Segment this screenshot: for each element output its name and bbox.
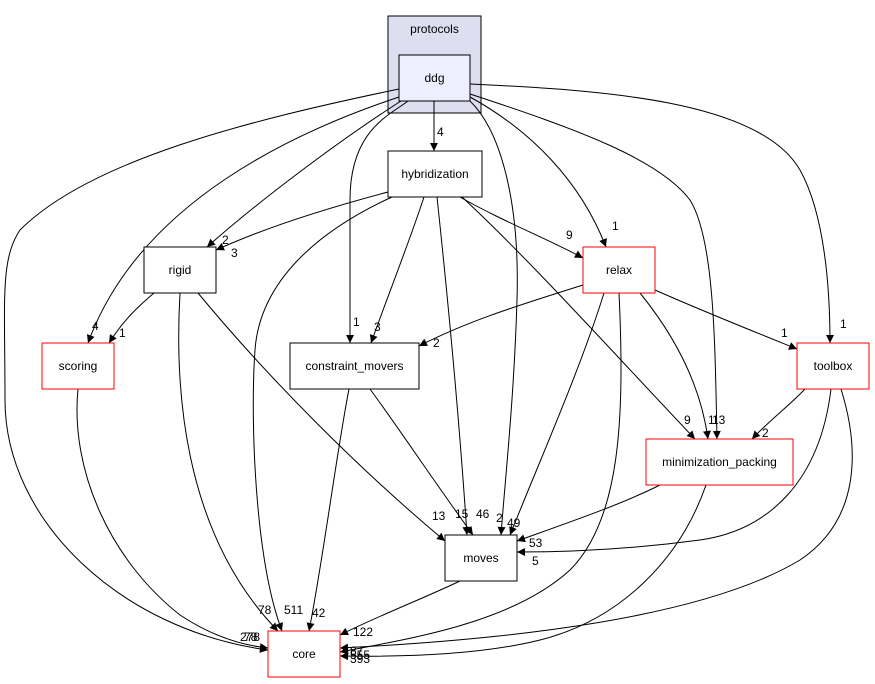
edge-label-toolbox-core[interactable]: 87	[350, 644, 364, 658]
edge-label-minimization_packing-moves[interactable]: 53	[529, 536, 543, 550]
edge-relax-constraint_movers	[418, 284, 584, 347]
edge-relax-moves	[509, 292, 605, 536]
edge-toolbox-core	[339, 388, 853, 652]
node-box-minimization_packing	[645, 438, 794, 486]
edge-label-hybridization-minimization_packing[interactable]: 9	[684, 413, 691, 427]
edge-minimization_packing-moves	[516, 484, 661, 543]
edge-label-moves-core[interactable]: 122	[353, 625, 373, 639]
edge-label-hybridization-constraint_movers[interactable]: 3	[374, 320, 381, 334]
edge-constraint_movers-core	[306, 388, 350, 632]
edge-label-relax-moves[interactable]: 49	[507, 516, 521, 530]
edge-label-ddg-core[interactable]: 278	[240, 630, 260, 644]
node-label-scoring: scoring	[59, 359, 98, 373]
edge-constraint_movers-moves	[369, 388, 474, 536]
edge-relax-core	[339, 292, 622, 655]
node-box-rigid	[143, 246, 217, 294]
edge-label-ddg-minimization_packing[interactable]: 1	[708, 413, 715, 427]
edge-ddg-moves	[469, 100, 518, 536]
edge-ddg-core	[3, 88, 400, 653]
edge-label-relax-core[interactable]: 393	[350, 652, 370, 666]
node-hybridization[interactable]: hybridization	[387, 150, 483, 198]
edge-label-ddg-constraint_movers[interactable]: 1	[353, 315, 360, 329]
node-box-core	[267, 630, 341, 678]
node-toolbox[interactable]: toolbox	[796, 342, 870, 390]
edge-hybridization-core	[252, 196, 393, 632]
edge-hybridization-relax	[459, 196, 584, 259]
edge-label-ddg-moves[interactable]: 2	[496, 511, 503, 525]
edge-label-ddg-relax[interactable]: 1	[612, 219, 619, 233]
node-label-core: core	[292, 647, 316, 661]
edge-hybridization-moves	[436, 196, 471, 536]
node-moves[interactable]: moves	[444, 534, 518, 582]
edge-label-constraint_movers-core[interactable]: 42	[312, 606, 326, 620]
edge-hybridization-minimization_packing	[461, 196, 696, 440]
node-label-relax: relax	[606, 263, 632, 277]
edge-label-relax-toolbox[interactable]: 1	[781, 326, 788, 340]
edge-toolbox-moves	[516, 388, 832, 556]
cluster-label: protocols	[410, 22, 459, 36]
edge-ddg-minimization_packing	[469, 93, 721, 440]
edge-ddg-rigid	[206, 100, 402, 248]
node-label-ddg: ddg	[424, 71, 444, 85]
edge-label-hybridization-rigid[interactable]: 3	[231, 246, 238, 260]
node-ddg[interactable]: ddg	[398, 54, 471, 102]
edge-hybridization-constraint_movers	[369, 196, 425, 344]
node-label-hybridization: hybridization	[401, 167, 468, 181]
edge-moves-core	[339, 580, 461, 636]
edge-toolbox-minimization_packing	[751, 388, 806, 440]
node-box-relax	[582, 246, 656, 294]
edge-ddg-relax	[469, 96, 607, 248]
node-box-constraint_movers	[289, 342, 420, 390]
edge-minimization_packing-core	[339, 484, 707, 661]
node-box-scoring	[41, 342, 115, 390]
edge-label-toolbox-moves[interactable]: 5	[532, 554, 539, 568]
edge-label-minimization_packing-core[interactable]: 555	[350, 648, 370, 662]
edge-label-rigid-core[interactable]: 78	[258, 603, 272, 617]
edge-label-relax-constraint_movers[interactable]: 2	[433, 336, 440, 350]
node-label-minimization_packing: minimization_packing	[662, 455, 777, 469]
edges-layer	[3, 83, 853, 661]
edge-label-hybridization-relax[interactable]: 9	[566, 228, 573, 242]
node-box-ddg	[398, 54, 471, 102]
edge-label-hybridization-core[interactable]: 511	[284, 603, 303, 617]
edge-label-ddg-toolbox[interactable]: 1	[840, 317, 847, 331]
node-label-constraint_movers: constraint_movers	[305, 359, 403, 373]
node-label-moves: moves	[463, 551, 498, 565]
node-label-toolbox: toolbox	[814, 359, 853, 373]
edge-label-rigid-scoring[interactable]: 1	[119, 326, 126, 340]
edge-ddg-toolbox	[469, 83, 834, 344]
node-core[interactable]: core	[267, 630, 341, 678]
edge-rigid-moves	[197, 292, 446, 542]
node-constraint_movers[interactable]: constraint_movers	[289, 342, 420, 390]
edge-label-hybridization-moves[interactable]: 46	[476, 507, 490, 521]
node-box-moves	[444, 534, 518, 582]
node-label-rigid: rigid	[169, 263, 192, 277]
edge-label-constraint_movers-moves[interactable]: 15	[455, 507, 469, 521]
edge-relax-minimization_packing	[639, 292, 711, 440]
edge-label-ddg-scoring[interactable]: 4	[92, 319, 99, 333]
node-rigid[interactable]: rigid	[143, 246, 217, 294]
edge-rigid-core	[178, 292, 279, 632]
node-relax[interactable]: relax	[582, 246, 656, 294]
edge-ddg-constraint_movers	[346, 100, 409, 343]
node-minimization_packing[interactable]: minimization_packing	[645, 438, 794, 486]
edge-rigid-scoring	[108, 292, 155, 344]
edge-label-scoring-core[interactable]: 78	[244, 630, 258, 644]
edge-label-rigid-moves[interactable]: 13	[432, 509, 446, 523]
edge-label-toolbox-minimization_packing[interactable]: 2	[762, 426, 769, 440]
node-scoring[interactable]: scoring	[41, 342, 115, 390]
edge-label-ddg-hybridization[interactable]: 4	[437, 125, 444, 139]
edge-scoring-core	[76, 388, 269, 652]
edge-hybridization-rigid	[215, 191, 389, 251]
edge-label-relax-minimization_packing[interactable]: 13	[712, 413, 726, 427]
nodes-layer: ddg hybridization rigid relax scoring constra…	[41, 54, 870, 678]
node-box-hybridization	[387, 150, 483, 198]
edge-label-ddg-rigid[interactable]: 2	[222, 233, 229, 247]
node-box-toolbox	[796, 342, 870, 390]
edge-relax-toolbox	[654, 289, 798, 350]
edge-ddg-scoring	[86, 96, 400, 344]
